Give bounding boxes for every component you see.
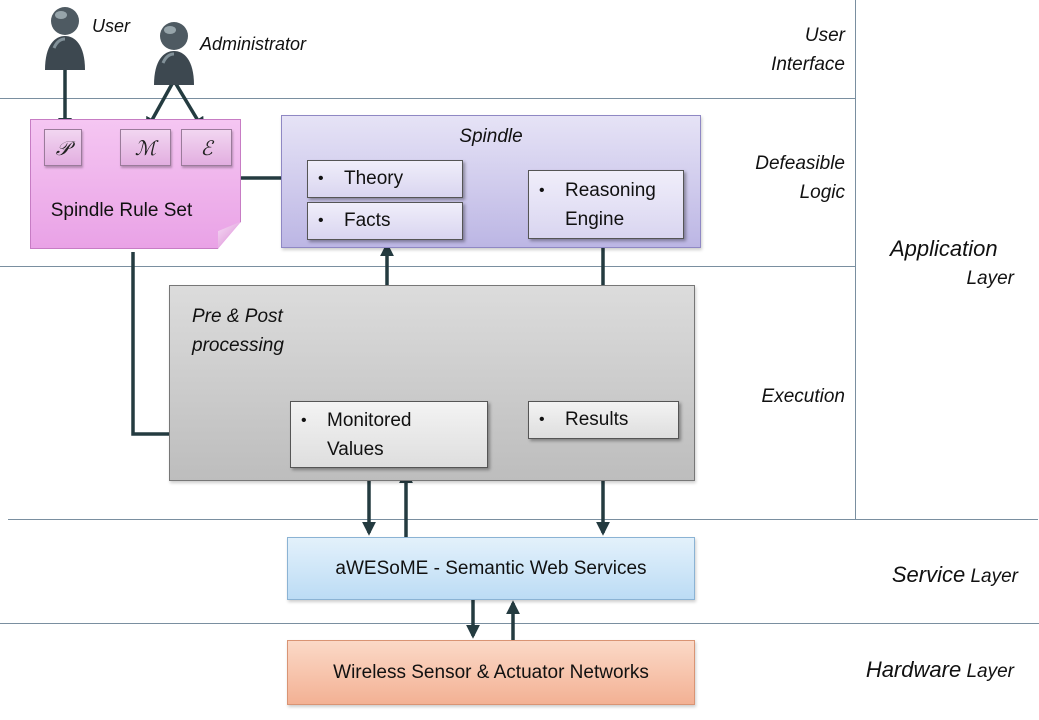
- administrator-label: Administrator: [200, 34, 307, 54]
- administrator-icon: [154, 22, 194, 85]
- layer-label-line: Defeasible: [755, 153, 845, 174]
- spindle-title: Spindle: [459, 126, 523, 147]
- monitored-values-line: Values: [327, 439, 384, 460]
- layer-label-line: Application: [890, 236, 998, 261]
- layer-label-main: Hardware: [865, 657, 962, 682]
- monitored-values-item: • Monitored Values: [290, 401, 488, 468]
- semantic-web-services-box: aWESoME - Semantic Web Services: [287, 537, 695, 600]
- layer-label-service: Service Layer: [830, 560, 1018, 591]
- layer-label-application: Application Layer: [860, 234, 1014, 294]
- rule-symbol-e: ℰ: [181, 129, 232, 166]
- layer-label-sub: Layer: [966, 661, 1014, 682]
- layer-label-line: Interface: [771, 54, 845, 75]
- reasoning-engine-line: Engine: [565, 209, 625, 230]
- spindle-rule-set-title: Spindle Rule Set: [50, 200, 193, 221]
- layer-label-line: Logic: [799, 182, 845, 203]
- user-label: User: [92, 16, 131, 36]
- title-line: processing: [192, 335, 284, 356]
- theory-item: • Theory: [307, 160, 463, 198]
- layer-label-line: User: [804, 25, 845, 46]
- layer-label-sub: Layer: [970, 566, 1018, 587]
- reasoning-engine-line: Reasoning: [565, 180, 656, 201]
- divider-application-service: [8, 519, 1038, 520]
- divider-logic-execution: [0, 266, 855, 267]
- monitored-values-line: Monitored: [327, 410, 412, 431]
- layer-label-defeasible-logic: Defeasible Logic: [700, 149, 845, 207]
- divider-service-hardware: [0, 623, 1039, 624]
- rule-symbol-p: 𝒫: [44, 129, 82, 166]
- layer-label-user-interface: User Interface: [700, 21, 845, 79]
- facts-label: Facts: [344, 210, 391, 231]
- results-item: • Results: [528, 401, 679, 439]
- theory-label: Theory: [344, 168, 404, 189]
- divider-vertical: [855, 0, 856, 519]
- user-icon: [45, 7, 85, 70]
- facts-item: • Facts: [307, 202, 463, 240]
- bullet: •: [318, 212, 324, 229]
- layer-label-hardware: Hardware Layer: [820, 655, 1014, 686]
- wireless-sensor-networks-box: Wireless Sensor & Actuator Networks: [287, 640, 695, 705]
- bullet: •: [301, 412, 307, 429]
- semantic-web-services-label: aWESoME - Semantic Web Services: [335, 557, 647, 579]
- title-line: Pre & Post: [192, 306, 283, 327]
- wireless-sensor-networks-label: Wireless Sensor & Actuator Networks: [333, 661, 649, 683]
- layer-label-line: Execution: [761, 386, 845, 407]
- layer-label-line: Layer: [966, 268, 1014, 289]
- layer-label-main: Service: [891, 562, 966, 587]
- bullet: •: [539, 411, 545, 428]
- layer-label-execution: Execution: [700, 382, 845, 411]
- rule-symbol-m: ℳ: [120, 129, 171, 166]
- reasoning-engine-item: • Reasoning Engine: [528, 170, 684, 239]
- bullet: •: [318, 170, 324, 187]
- pre-post-processing-title: Pre & Post processing: [192, 302, 284, 360]
- bullet: •: [539, 182, 545, 199]
- divider-top: [0, 98, 855, 99]
- results-label: Results: [565, 409, 629, 430]
